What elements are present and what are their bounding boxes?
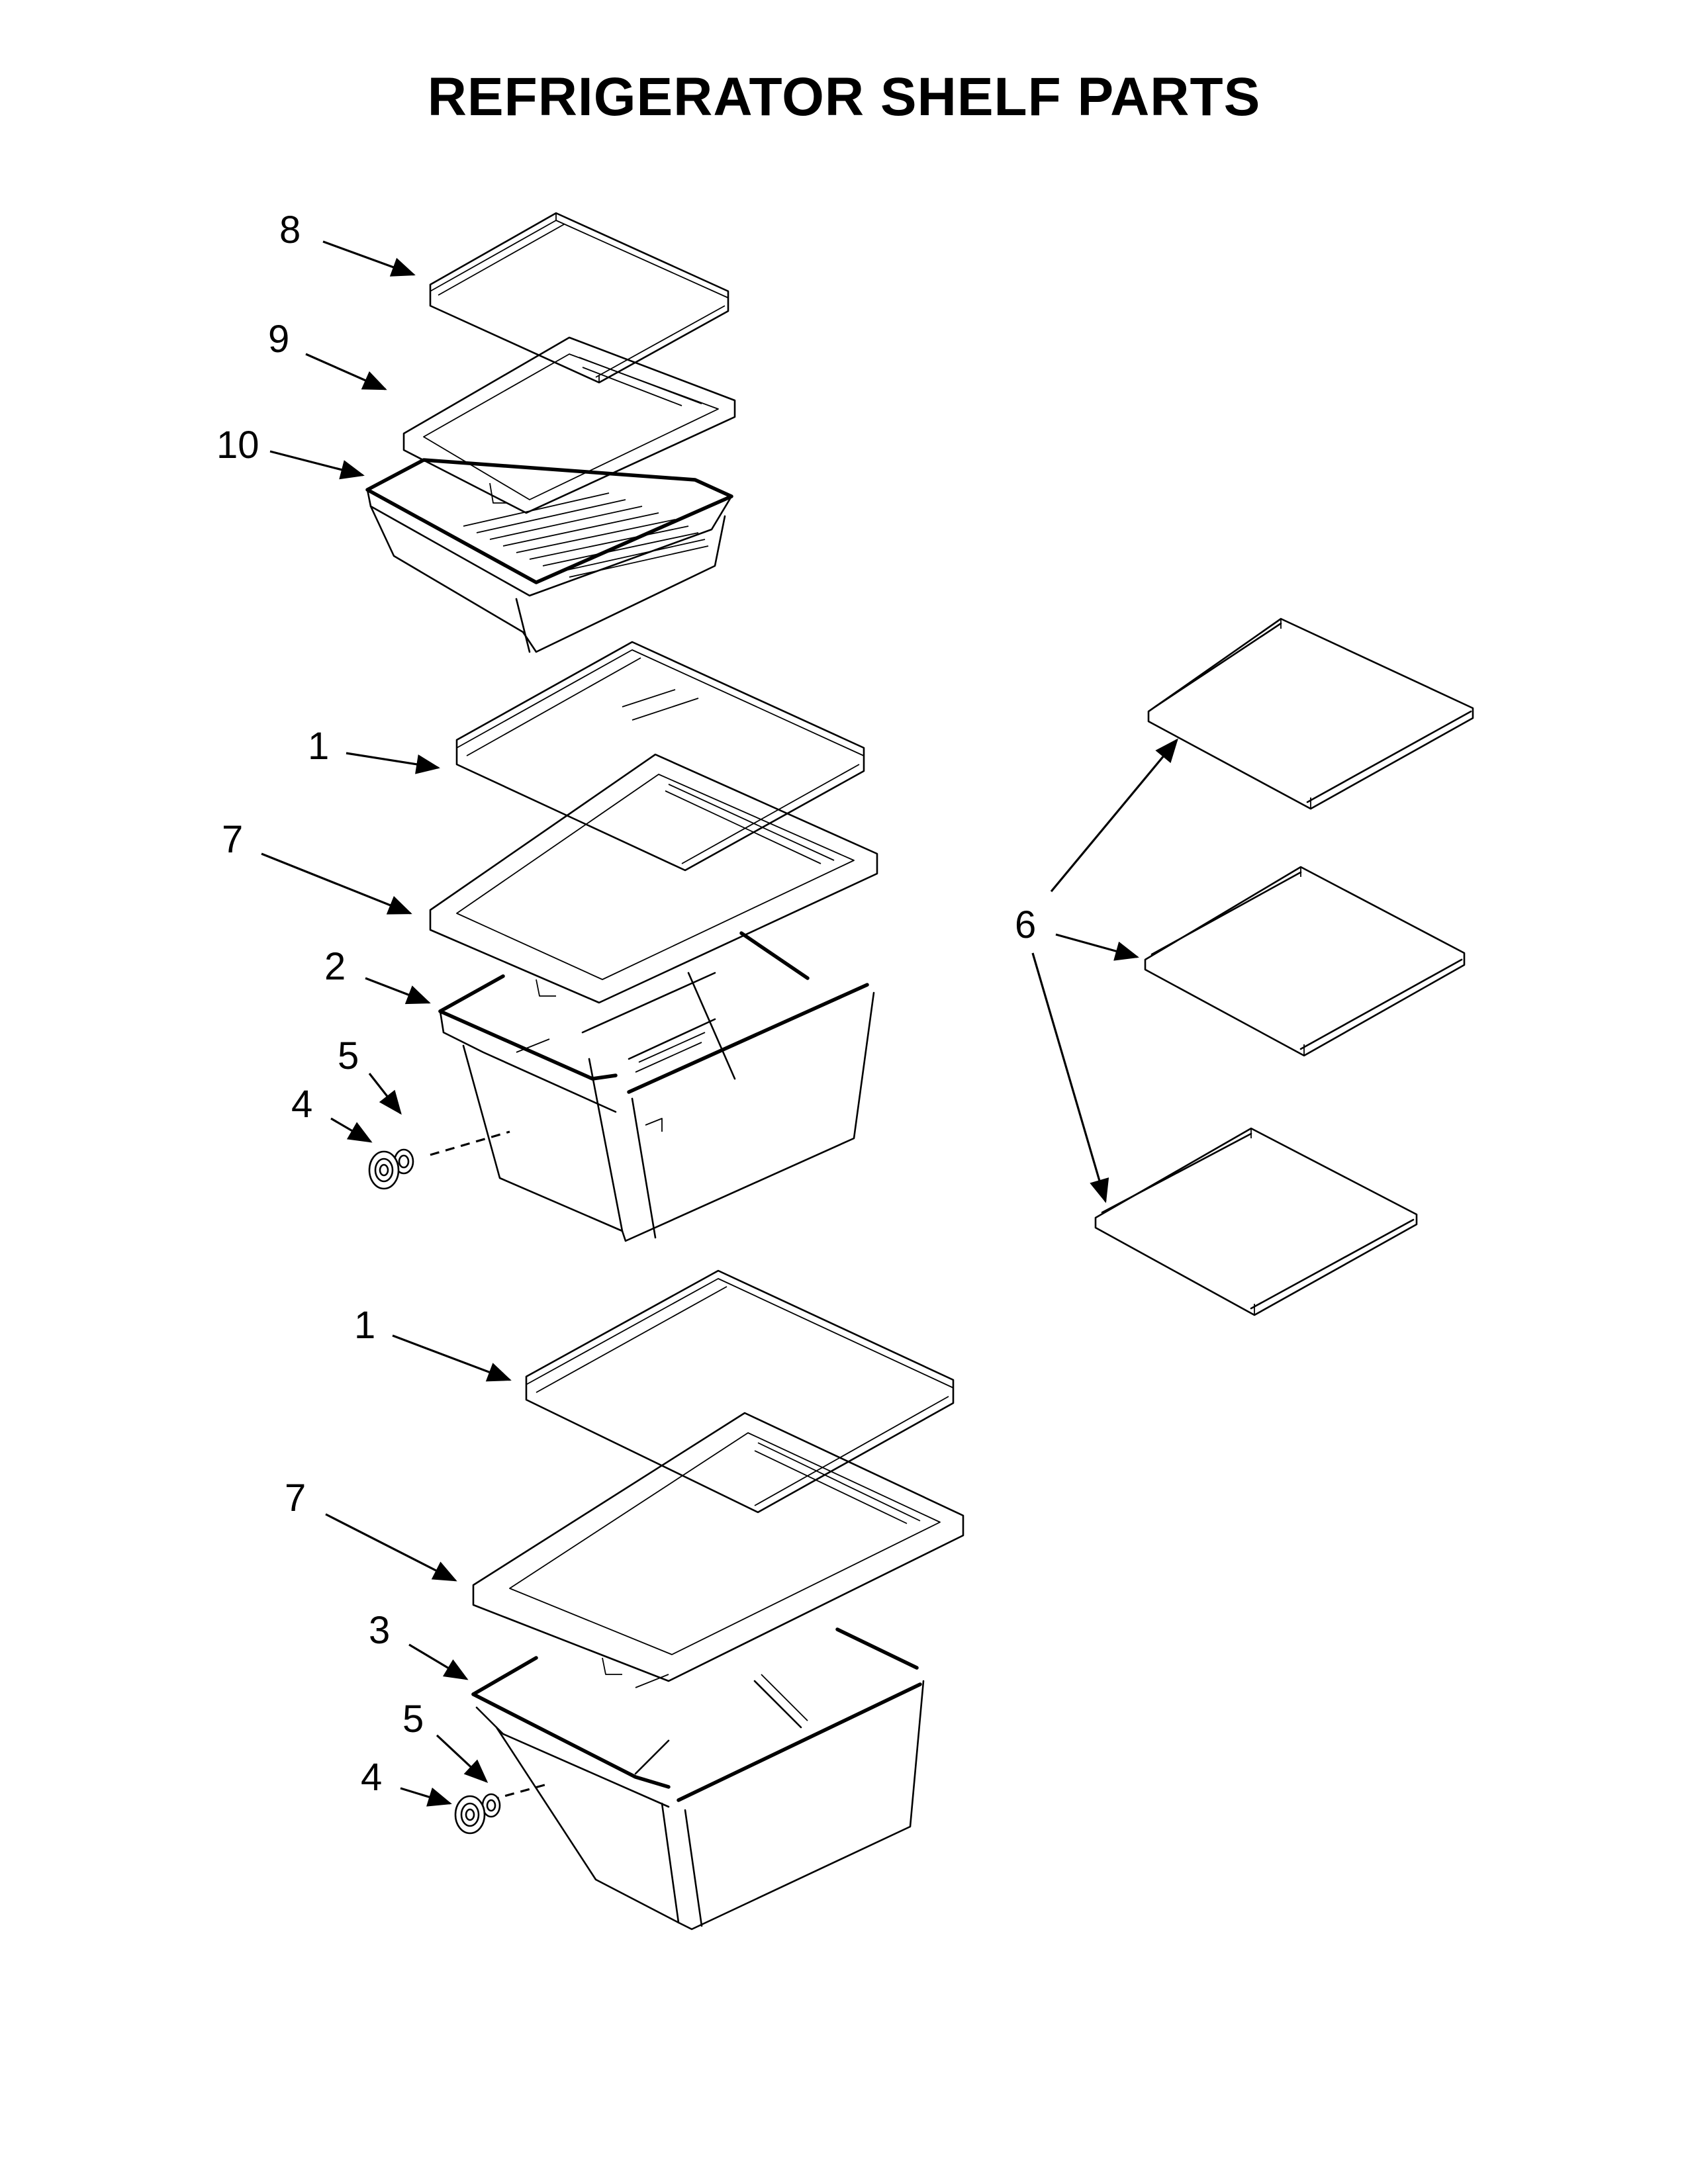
part-1-glass-shelf-middle (455, 641, 865, 872)
callout-1-leader (392, 1334, 512, 1382)
callout-1-middle: 1 (308, 725, 440, 774)
callout-6-leader-upper (1050, 738, 1178, 893)
callout-4-label: 4 (361, 1756, 382, 1799)
callout-10-leader (269, 450, 365, 480)
callout-4-label: 4 (291, 1083, 312, 1126)
callout-2-label: 2 (324, 945, 346, 988)
callout-9-label: 9 (268, 318, 289, 361)
callout-4-leader (330, 1117, 373, 1143)
callout-1-label: 1 (308, 725, 329, 768)
part-10-crisper-drawer-top (365, 458, 733, 653)
callout-7-leader (325, 1513, 457, 1582)
callout-6-leader-middle (1055, 933, 1139, 961)
callout-9-leader (305, 353, 387, 390)
callout-10: 10 (216, 424, 365, 480)
callout-4-bottom: 4 (361, 1756, 452, 1807)
callout-6: 6 (1015, 738, 1178, 1203)
callout-9: 9 (268, 318, 387, 390)
callout-7-leader (261, 852, 412, 915)
part-9-shelf-frame-top (402, 336, 736, 514)
callout-4-middle: 4 (291, 1083, 373, 1143)
callout-5-label: 5 (402, 1698, 424, 1741)
callout-7-label: 7 (285, 1477, 306, 1520)
callout-2: 2 (324, 945, 431, 1005)
part-2-crisper-drawer-middle (438, 931, 875, 1242)
callout-1-label: 1 (354, 1304, 375, 1347)
part-1-glass-shelf-bottom (525, 1269, 955, 1514)
callout-8-label: 8 (279, 208, 301, 251)
callout-6-leader-lower (1031, 952, 1109, 1203)
callout-8-leader (322, 240, 416, 277)
page-title: REFRIGERATOR SHELF PARTS (427, 67, 1261, 127)
part-4-5-roller-bottom (454, 1782, 550, 1835)
callout-7-label: 7 (222, 818, 243, 861)
callout-5-label: 5 (338, 1034, 359, 1077)
callout-3-leader (408, 1643, 469, 1680)
part-4-5-roller-middle (368, 1130, 510, 1190)
part-3-crisper-drawer-bottom (471, 1627, 925, 1931)
part-6-wire-shelf-upper (1147, 617, 1474, 810)
callout-5-bottom: 5 (402, 1698, 489, 1784)
callout-2-leader (365, 977, 431, 1005)
callout-6-label: 6 (1015, 903, 1036, 946)
part-7-shelf-frame-bottom (472, 1412, 964, 1682)
part-8-glass-shelf-top (429, 212, 729, 384)
callout-1-leader (346, 752, 440, 774)
part-7-shelf-frame-middle (429, 753, 878, 1004)
callout-7-middle: 7 (222, 818, 412, 915)
part-6-wire-shelf-lower (1094, 1127, 1418, 1316)
callout-3: 3 (369, 1609, 469, 1680)
callout-10-label: 10 (216, 424, 259, 467)
callout-5-middle: 5 (338, 1034, 402, 1115)
callout-7-bottom: 7 (285, 1477, 457, 1582)
callout-4-leader (400, 1787, 452, 1807)
callout-8: 8 (279, 208, 416, 277)
callout-1-bottom: 1 (354, 1304, 512, 1382)
callout-3-label: 3 (369, 1609, 390, 1652)
part-6-wire-shelf-middle (1144, 866, 1466, 1057)
callout-5-leader (368, 1073, 402, 1115)
callout-5-leader (436, 1734, 489, 1784)
